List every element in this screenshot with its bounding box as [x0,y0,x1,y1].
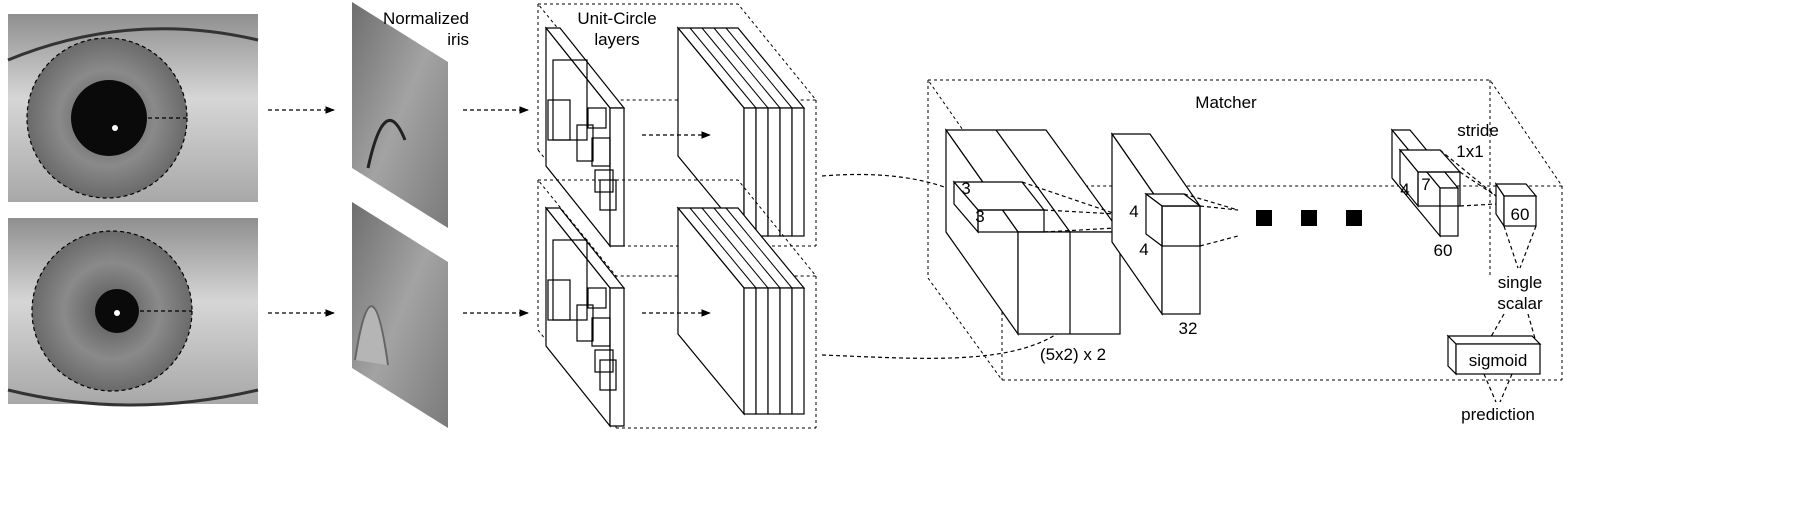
single-scalar-label-line1: single [1498,273,1542,292]
eye-image-top [7,14,259,202]
normalized-iris-label-line1: Normalized [383,9,469,28]
conv-volume-last [1390,128,1497,238]
ellipsis-dot-1 [1256,210,1272,226]
unit-circle-block-top [536,3,818,248]
channels-60-bottom-label: 60 [1434,241,1453,260]
channels-60-box-label: 60 [1511,205,1530,224]
kernel-size-7: 7 [1421,175,1430,194]
conv-volume-1 [944,128,1122,336]
conv-volume-2 [1110,132,1239,316]
normalized-iris-label-line2: iris [447,30,469,49]
kernel-size-4b: 4 [1139,240,1148,259]
normalized-iris-strip-bottom [352,202,448,428]
ellipsis-dot-2 [1301,210,1317,226]
kernel-size-3b: 3 [975,207,984,226]
unit-circle-label-line1: Unit-Circle [577,9,656,28]
matcher-label: Matcher [1195,93,1257,112]
output-vector-60 [1494,182,1538,269]
first-layer-dims-label: (5x2) x 2 [1040,345,1106,364]
prediction-label: prediction [1461,405,1535,424]
eye-image-bottom [7,218,259,407]
stride-label-line1: stride [1457,121,1499,140]
sigmoid-label: sigmoid [1469,351,1528,370]
ellipsis-dot-3 [1346,210,1362,226]
single-scalar-label-line2: scalar [1497,294,1543,313]
unit-circle-block-bottom [536,179,818,429]
sigmoid-box [1446,334,1542,376]
kernel-size-3a: 3 [961,179,970,198]
stride-label-line2: 1x1 [1456,142,1483,161]
channels-32-label: 32 [1179,319,1198,338]
normalized-iris-strip-top [352,2,448,228]
kernel-size-4c: 4 [1400,180,1409,199]
kernel-size-4a: 4 [1129,202,1138,221]
unit-circle-label-line2: layers [594,30,639,49]
